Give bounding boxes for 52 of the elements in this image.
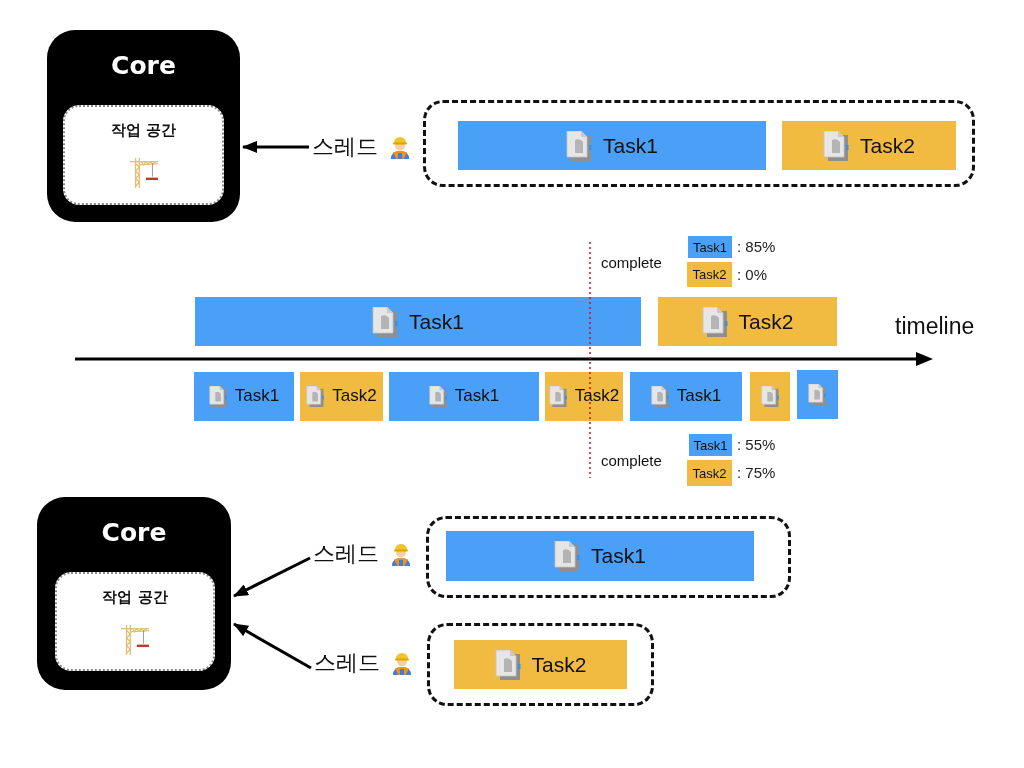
task-bar [195,297,641,346]
task-bar [389,372,539,421]
status-label: complete [601,452,662,470]
core-title: Core [101,518,167,548]
task-label: Task2 [860,132,915,159]
task-bar [446,531,754,581]
task-chip: Task1 [688,236,732,258]
axis-label: timeline [895,313,975,341]
task-bar [797,370,838,419]
task-label: Task1 [454,386,500,407]
workspace-box [63,105,224,205]
workspace-label: 작업 공간 [110,121,177,140]
status-label: complete [601,254,662,272]
task-bar [545,372,623,421]
core-title: Core [111,51,176,81]
task-bar [194,372,294,421]
task-bar [782,121,956,170]
task-label: Task1 [603,132,658,159]
task-bar [300,372,383,421]
percent-label: : 0% [737,264,767,285]
percent-label: : 55% [737,435,776,455]
task-label: Task1 [409,308,464,335]
task-bar [458,121,766,170]
task-bar [454,640,627,689]
task-bar [630,372,742,421]
task-label: Task2 [574,386,620,407]
arrow [233,622,312,670]
task-label: Task1 [591,543,646,569]
task-chip: Task2 [687,460,732,486]
thread-label: 스레드 [312,132,378,162]
arrow [242,140,309,153]
dashed-group-box [426,516,791,598]
task-chip: Task1 [689,434,732,456]
task-label: Task1 [234,386,280,407]
task-label: Task2 [332,386,377,407]
core-box [37,497,231,690]
task-bar [750,372,790,421]
dashed-group-box [423,100,975,187]
workspace-box [55,572,215,671]
task-chip: Task2 [687,262,732,287]
percent-label: : 75% [737,463,776,483]
task-label: Task2 [531,651,587,678]
thread-label: 스레드 [314,648,380,678]
task-bar [658,297,837,346]
dashed-group-box [427,623,654,706]
thread-label: 스레드 [313,539,379,569]
task-label: Task2 [738,308,794,335]
task-label: Task1 [676,386,722,407]
core-box [47,30,240,222]
arrow [233,556,311,598]
percent-label: : 85% [737,237,776,257]
workspace-label: 작업 공간 [102,588,168,607]
